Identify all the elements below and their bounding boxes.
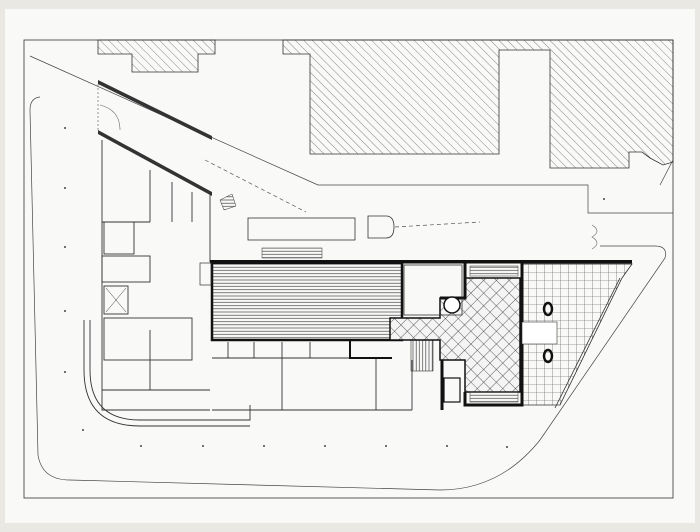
hatched-neighbour-building-right <box>282 39 674 169</box>
top-black-band <box>210 260 632 264</box>
font-circle <box>443 296 461 314</box>
hatched-neighbour-building-left <box>97 39 216 73</box>
road-edge-line <box>29 55 673 214</box>
site-outline <box>29 96 666 491</box>
route-arrow-horizontal <box>394 221 481 228</box>
church-top-stairs <box>469 265 519 277</box>
lower-rooms <box>212 342 413 411</box>
church-door <box>521 321 558 345</box>
survey-points <box>64 127 605 448</box>
small-room <box>403 264 463 316</box>
court-edge-line <box>554 277 621 409</box>
door-swing-right <box>591 224 598 250</box>
diagonal-wing <box>98 80 212 140</box>
hall-balcony-stairs <box>261 247 323 259</box>
stair-hall-wall <box>349 340 392 359</box>
road-edge-diagonal <box>659 159 674 186</box>
column-bottom <box>542 348 554 364</box>
hall-side-box <box>199 262 212 286</box>
entrance-door-swing <box>99 104 121 131</box>
stair-small <box>219 193 237 211</box>
main-hall <box>210 261 404 342</box>
church-entrance-stairs <box>469 391 519 403</box>
lift-box <box>443 377 461 403</box>
diagonal-wing-lower <box>98 130 212 196</box>
vehicle-cab <box>367 215 395 239</box>
left-building <box>83 140 251 427</box>
route-arrow-diagonal <box>204 159 307 213</box>
vehicle-body <box>247 217 356 241</box>
column-top <box>542 301 554 317</box>
